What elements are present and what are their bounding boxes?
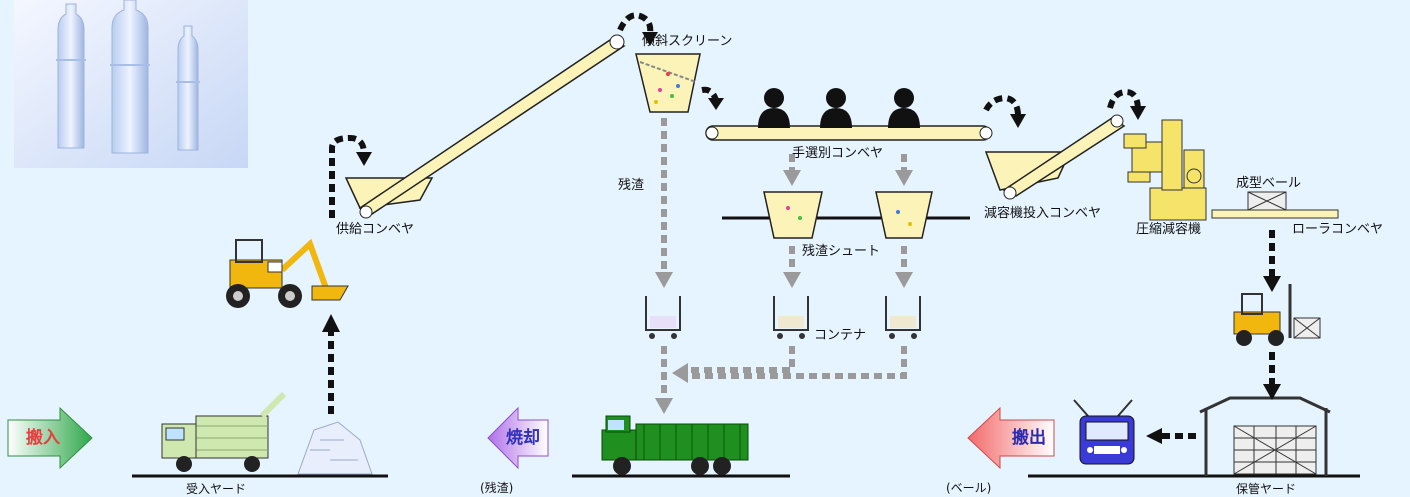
label-compactor-feed-conveyor: 減容機投入コンベヤ	[984, 206, 1102, 221]
residue-chute	[722, 191, 970, 239]
label-container: コンテナ	[814, 328, 867, 343]
label-residue-chute: 残渣シュート	[802, 244, 881, 259]
arrowheads-black	[322, 32, 1281, 444]
roller-conveyor	[1211, 191, 1339, 219]
label-residue-paren: (残渣)	[480, 481, 514, 495]
incoming-arrow	[7, 406, 93, 470]
label-formed-bale: 成型ベール	[1236, 176, 1302, 191]
inclined-screen	[635, 53, 701, 113]
label-compactor: 圧縮減容機	[1136, 222, 1202, 237]
pet-bottles-photo	[14, 0, 248, 168]
label-inclined-screen: 傾斜スクリーン	[642, 34, 733, 49]
bus-truck-icon	[1073, 399, 1135, 465]
dump-truck-icon	[601, 415, 749, 475]
label-hand-sort-conveyor: 手選別コンベヤ	[792, 146, 884, 161]
hand-sort-conveyor	[705, 125, 993, 141]
worker-icon	[758, 88, 920, 128]
label-storage-yard: 保管ヤード	[1236, 482, 1297, 496]
flow-arrows-gray	[661, 118, 907, 402]
incoming-label: 搬入	[26, 428, 60, 448]
outgoing-arrow	[967, 406, 1055, 470]
compactor-feed-conveyor	[984, 114, 1126, 200]
flow-arrows-black	[328, 12, 1275, 439]
incinerate-label: 焼却	[506, 428, 540, 448]
label-roller-conveyor: ローラコンベヤ	[1292, 222, 1384, 237]
label-receiving-yard: 受入ヤード	[186, 482, 247, 496]
label-residue: 残渣	[618, 178, 645, 193]
supply-conveyor	[344, 34, 626, 219]
compactor-machine	[1123, 119, 1207, 221]
incinerate-arrow	[487, 406, 549, 470]
forklift-icon	[1233, 284, 1321, 346]
garbage-truck-icon	[161, 391, 287, 472]
arrowheads-gray	[655, 170, 913, 414]
warehouse-icon	[1199, 396, 1331, 476]
outgoing-label: 搬出	[1012, 428, 1046, 448]
bottle-pile	[297, 421, 373, 475]
bale-icon	[1247, 191, 1287, 211]
label-supply-conveyor: 供給コンベヤ	[336, 222, 415, 237]
label-bale-paren: (ベール)	[946, 481, 992, 495]
container-icon	[645, 296, 921, 339]
wheel-loader-icon	[226, 238, 349, 308]
